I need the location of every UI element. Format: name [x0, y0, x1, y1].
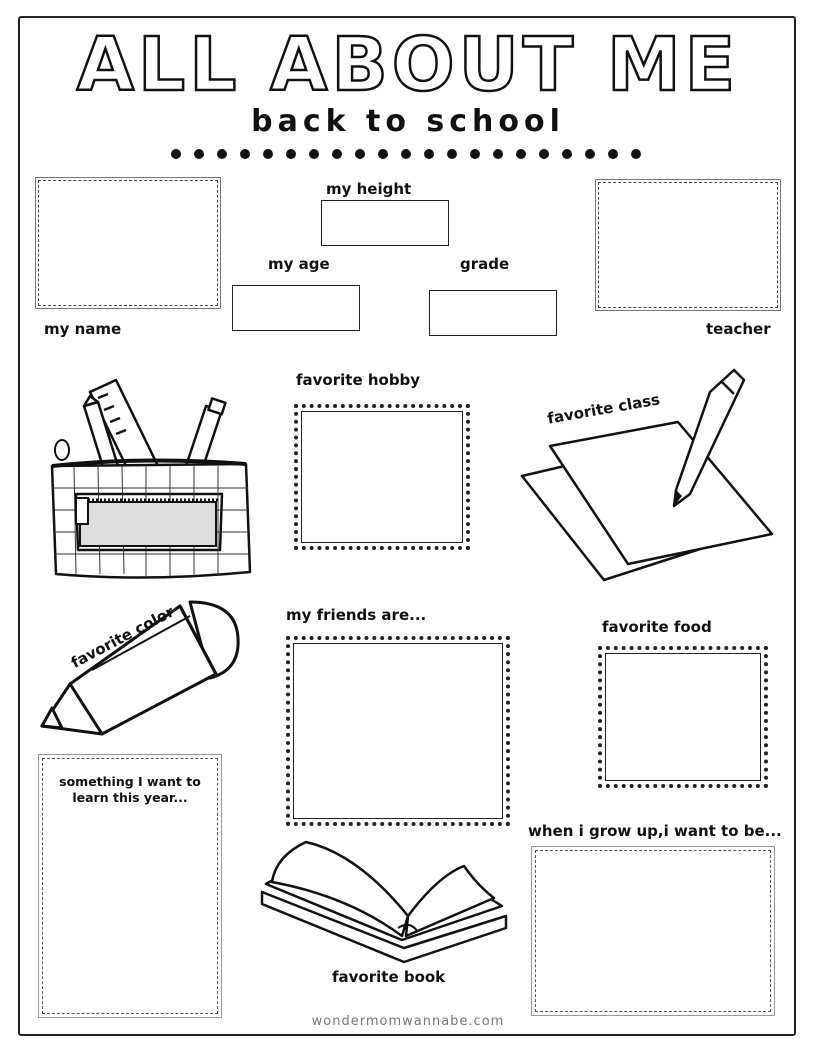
footer-site: wondermomwannabe.com	[311, 1014, 505, 1029]
learn-label: something I want to learn this year...	[59, 774, 201, 805]
grade-label: grade	[460, 255, 510, 273]
paper-pencil-icon	[520, 368, 774, 582]
my-friends-box[interactable]	[286, 636, 510, 826]
pencil-case-icon	[50, 378, 252, 579]
favorite-hobby-label: favorite hobby	[296, 371, 421, 389]
open-book-icon	[260, 840, 508, 964]
my-age-label: my age	[268, 255, 330, 273]
page-subtitle: back to school	[251, 104, 565, 139]
my-height-box[interactable]	[321, 200, 449, 246]
learn-box[interactable]	[38, 754, 222, 1018]
my-friends-label: my friends are...	[286, 606, 427, 624]
favorite-food-box[interactable]	[598, 646, 768, 788]
teacher-label: teacher	[706, 320, 771, 338]
page-title: ALL ABOUT ME	[76, 21, 740, 110]
grow-up-label: when i grow up,i want to be...	[528, 822, 782, 840]
grow-up-box[interactable]	[531, 846, 775, 1016]
favorite-food-label: favorite food	[602, 618, 712, 636]
page-border	[18, 16, 796, 1036]
teacher-photo-box[interactable]	[595, 179, 781, 311]
favorite-hobby-box[interactable]	[294, 404, 470, 550]
dot-divider	[171, 149, 641, 159]
my-height-label: my height	[326, 180, 412, 198]
my-name-photo-box[interactable]	[35, 177, 221, 309]
favorite-book-label: favorite book	[332, 968, 446, 986]
my-name-label: my name	[44, 320, 122, 338]
my-age-box[interactable]	[232, 285, 360, 331]
crayon-icon	[40, 600, 240, 736]
grade-box[interactable]	[429, 290, 557, 336]
